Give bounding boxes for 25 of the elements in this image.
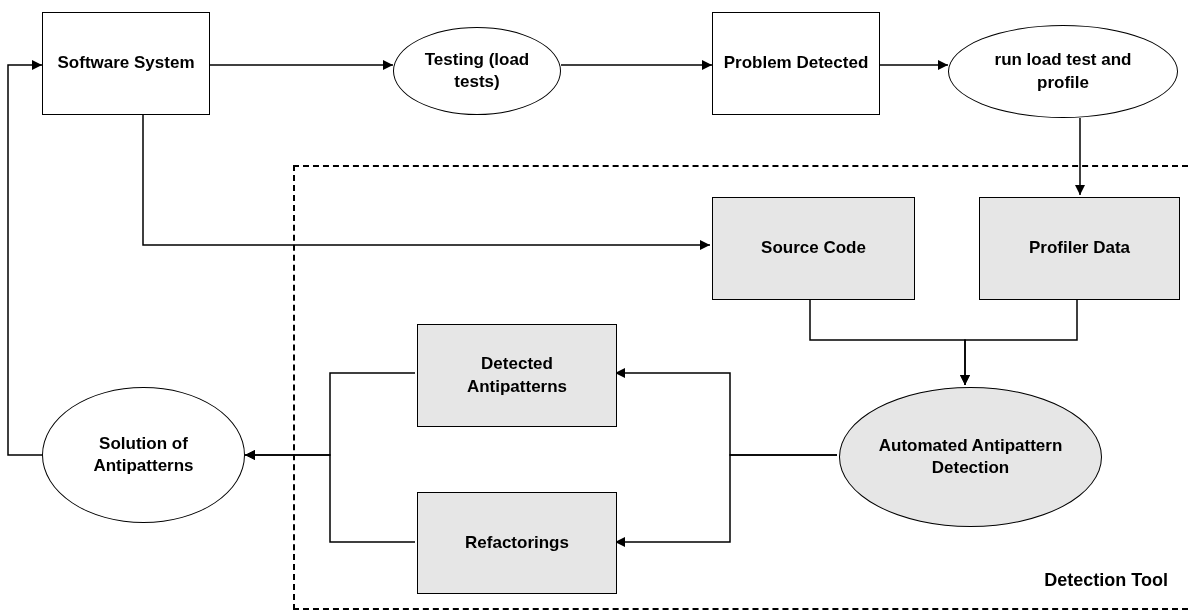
- arrow: [244, 450, 416, 543]
- process-box: [712, 197, 915, 300]
- arrow: [879, 60, 949, 70]
- node-label: Detected Antipatterns: [465, 353, 569, 398]
- node-label: Solution of Antipatterns: [92, 432, 195, 477]
- arrow: [7, 60, 43, 456]
- process-box: [979, 197, 1180, 300]
- arrow: [209, 60, 394, 70]
- node-label: Automated Antipattern Detection: [877, 434, 1064, 479]
- arrow: [142, 114, 711, 250]
- node-label: run load test and profile: [993, 49, 1133, 94]
- node-label: Profiler Data: [1027, 237, 1132, 260]
- process-box: [712, 12, 880, 115]
- node-label: Testing (load tests): [423, 48, 531, 93]
- arrow: [560, 60, 713, 70]
- node-label: Software System: [56, 52, 196, 75]
- dashed-boundary: [293, 165, 1188, 610]
- arrow: [1075, 117, 1085, 196]
- process-box: [417, 492, 617, 594]
- group-label: Detection Tool: [1044, 568, 1168, 592]
- process-box: [42, 12, 210, 115]
- process-box: [417, 324, 617, 427]
- node-label: Problem Detected: [722, 52, 870, 75]
- node-label: Source Code: [760, 237, 867, 260]
- node-label: Refactorings: [464, 531, 570, 554]
